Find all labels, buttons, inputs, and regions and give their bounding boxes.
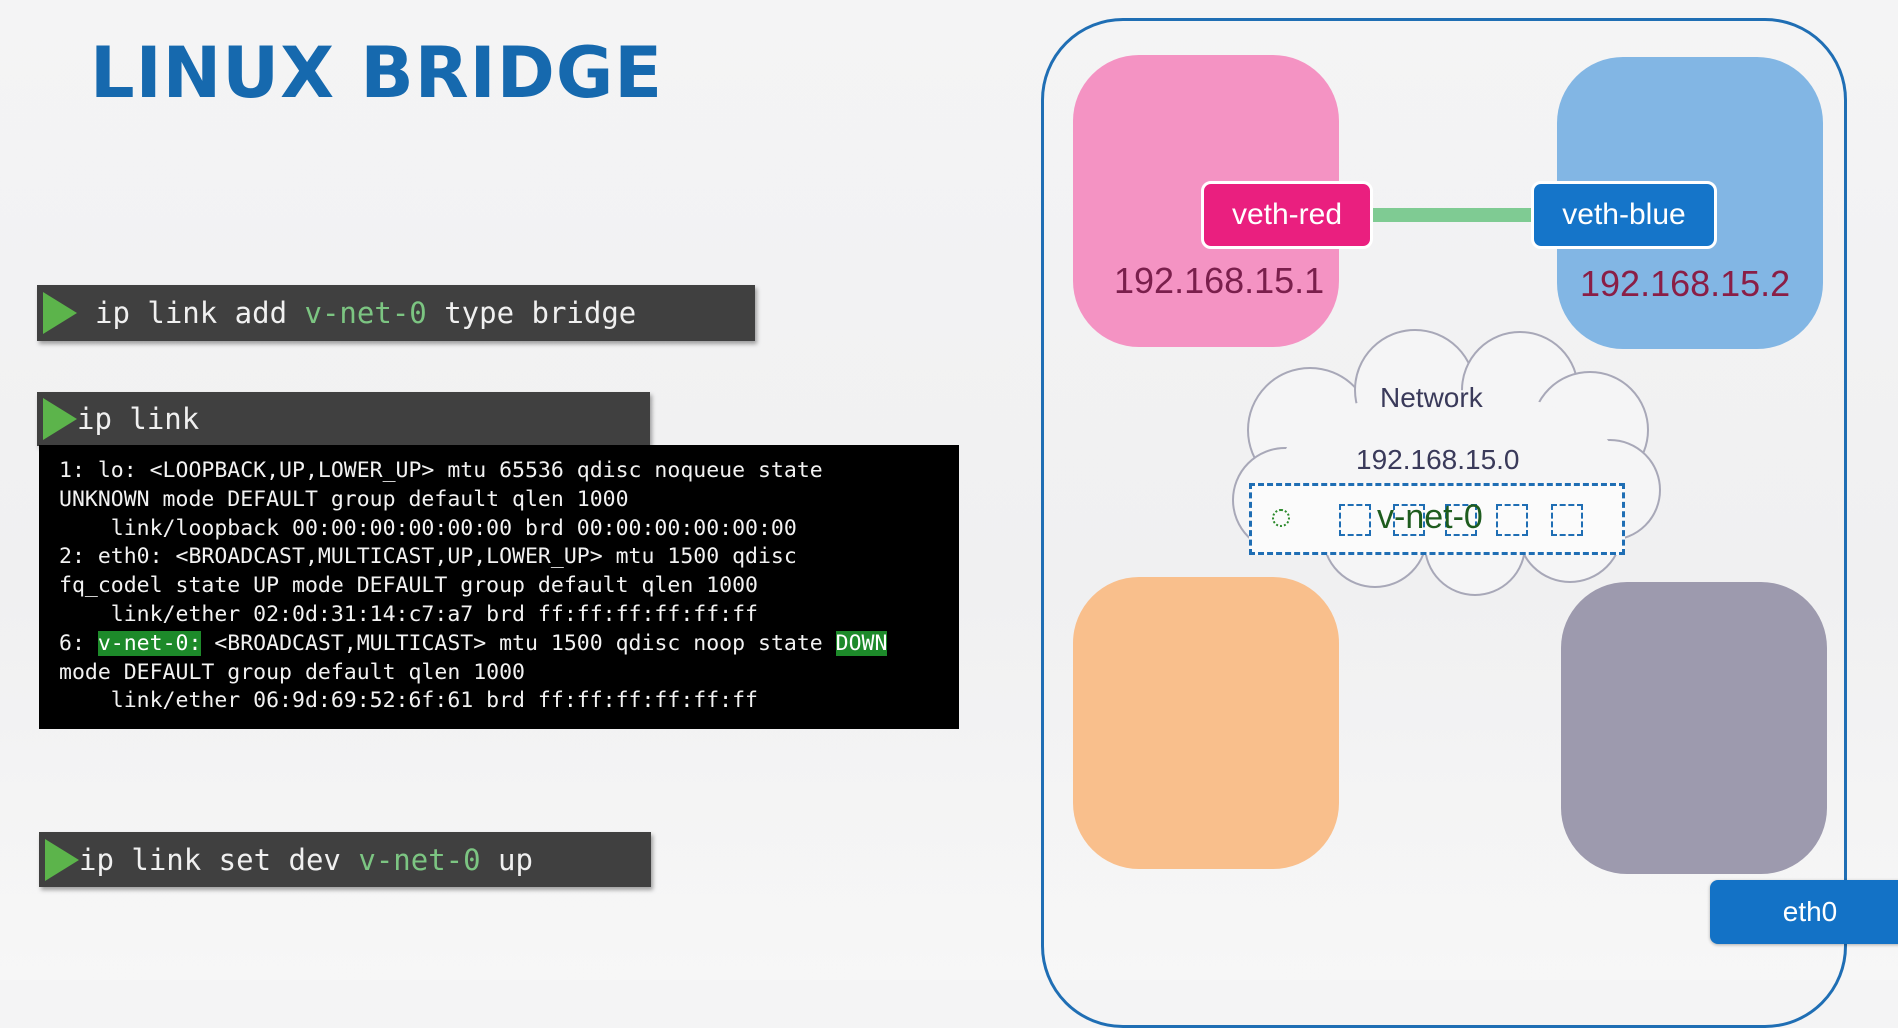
terminal-line: UNKNOWN mode DEFAULT group default qlen … xyxy=(59,486,629,512)
play-icon xyxy=(45,838,79,881)
veth-red-port: veth-red xyxy=(1201,181,1373,249)
page-title: LINUX BRIDGE xyxy=(90,32,664,114)
terminal-output: 1: lo: <LOOPBACK,UP,LOWER_UP> mtu 65536 … xyxy=(39,445,959,729)
selection-handle[interactable] xyxy=(1496,504,1528,536)
command-suffix: type bridge xyxy=(426,296,637,330)
command-text: ip link xyxy=(77,402,200,436)
command-bridge-name: v-net-0 xyxy=(304,296,427,330)
terminal-line: 1: lo: <LOOPBACK,UP,LOWER_UP> mtu 65536 … xyxy=(59,458,823,483)
bridge-v-net-0[interactable]: v-net-0 xyxy=(1249,483,1625,555)
terminal-line: link/ether 06:9d:69:52:6f:61 brd ff:ff:f… xyxy=(59,688,758,714)
terminal-line: link/ether 02:0d:31:14:c7:a7 brd ff:ff:f… xyxy=(59,601,758,627)
network-label: Network xyxy=(1380,382,1483,413)
terminal-line: link/loopback 00:00:00:00:00:00 brd 00:0… xyxy=(59,515,797,541)
command-bar-ip-link: ip link xyxy=(37,392,650,446)
command-bar-set-up: ip link set dev v-net-0 up xyxy=(39,832,651,887)
command-bar-add-bridge: ip link add v-net-0 type bridge xyxy=(37,285,755,341)
namespace-gray xyxy=(1561,582,1827,874)
selection-handle[interactable] xyxy=(1339,504,1371,536)
command-text: ip link add v-net-0 type bridge xyxy=(95,296,636,330)
terminal-line: 6: v-net-0: <BROADCAST,MULTICAST> mtu 15… xyxy=(59,630,939,659)
state-down-highlight: DOWN xyxy=(835,630,888,656)
line-prefix: 6: xyxy=(59,630,98,656)
bridge-label: v-net-0 xyxy=(1377,498,1483,536)
namespace-orange xyxy=(1073,577,1339,869)
play-icon xyxy=(43,398,77,440)
bridge-name-highlight: v-net-0: xyxy=(97,630,202,656)
selection-handle[interactable] xyxy=(1393,504,1425,536)
ip-red: 192.168.15.1 xyxy=(1114,260,1325,301)
eth0-interface: eth0 xyxy=(1710,880,1898,944)
terminal-line: 2: eth0: <BROADCAST,MULTICAST,UP,LOWER_U… xyxy=(59,544,797,570)
play-icon xyxy=(43,292,77,334)
command-prefix: ip link set dev xyxy=(79,842,359,877)
command-suffix: up xyxy=(480,842,533,877)
selection-handle[interactable] xyxy=(1445,504,1477,536)
selection-handle[interactable] xyxy=(1551,504,1583,536)
network-ip: 192.168.15.0 xyxy=(1356,444,1520,475)
terminal-line: mode DEFAULT group default qlen 1000 xyxy=(59,659,525,685)
ip-blue: 192.168.15.2 xyxy=(1580,263,1791,304)
veth-link xyxy=(1370,208,1535,222)
line-middle: <BROADCAST,MULTICAST> mtu 1500 qdisc noo… xyxy=(201,630,836,656)
command-text: ip link set dev v-net-0 up xyxy=(79,843,533,877)
command-prefix: ip link add xyxy=(95,296,305,330)
terminal-line: fq_codel state UP mode DEFAULT group def… xyxy=(59,573,758,599)
rotate-handle-icon[interactable] xyxy=(1272,509,1290,527)
command-bridge-name: v-net-0 xyxy=(358,842,481,877)
veth-blue-port: veth-blue xyxy=(1531,181,1717,249)
